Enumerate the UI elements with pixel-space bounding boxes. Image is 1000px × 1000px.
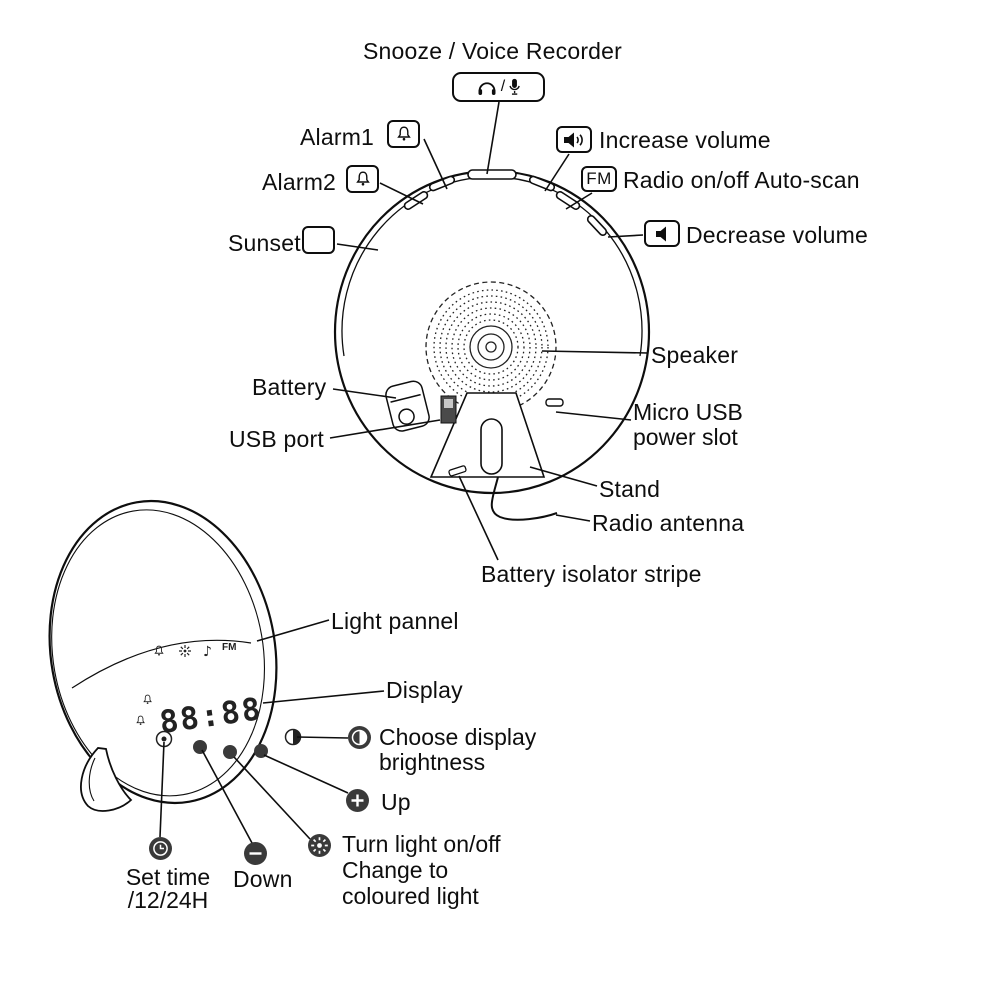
down-label: Down	[233, 866, 293, 892]
alarm-indicator-icons	[136, 694, 152, 725]
front-body	[48, 499, 278, 805]
up-callout-button	[346, 789, 369, 812]
decrease-volume-label: Decrease volume	[686, 222, 868, 248]
bell-icon	[154, 645, 164, 656]
increase-tab	[528, 175, 556, 192]
battery-label: Battery	[252, 374, 327, 400]
speaker-grille	[425, 281, 557, 413]
music-note-icon: ♪	[203, 644, 212, 660]
light-panel-label: Light pannel	[331, 608, 459, 634]
alarm1-tab	[428, 175, 456, 192]
microphone-icon	[509, 78, 521, 95]
sunset-label: Sunset	[228, 230, 301, 256]
decrease-volume-icon-box	[644, 220, 680, 247]
front-device-buttons	[155, 728, 302, 759]
leader-lines	[159, 101, 649, 844]
device-inner-rim	[341, 176, 643, 357]
battery-compartment	[385, 380, 430, 432]
display-fm-text: FM	[222, 642, 236, 653]
contrast-icon	[351, 729, 368, 746]
battery-isolator-label: Battery isolator stripe	[481, 561, 702, 587]
brightness-callout-button	[348, 726, 371, 749]
alarm2-icon-box	[346, 165, 379, 193]
radio-label: Radio on/off Auto-scan	[623, 167, 860, 193]
isolator-stripe	[448, 465, 467, 477]
fm-badge: FM	[581, 166, 617, 192]
micro-usb-slot	[545, 398, 564, 407]
stand-shape	[429, 392, 546, 478]
up-label: Up	[381, 789, 411, 815]
panel-divider	[71, 639, 252, 689]
back-view-device	[333, 169, 651, 521]
plus-icon	[351, 794, 364, 807]
device-light-button	[223, 745, 237, 759]
set-time-callout-button	[149, 837, 172, 860]
snooze-separator: /	[500, 78, 506, 95]
alarm1-icon-box	[387, 120, 420, 148]
usb-port-label: USB port	[229, 426, 324, 452]
radio-antenna-label: Radio antenna	[592, 510, 745, 536]
set-time-label: Set time /12/24H	[125, 864, 211, 913]
decrease-tab	[586, 214, 608, 237]
minus-icon	[249, 852, 262, 855]
bell-icon	[355, 171, 370, 186]
usb-connector	[440, 395, 457, 424]
snooze-label: Snooze / Voice Recorder	[363, 38, 623, 64]
sunset-icon-box	[302, 226, 335, 254]
clock-icon	[153, 841, 168, 856]
sun-icon	[311, 837, 328, 854]
speaker-icon	[656, 226, 666, 241]
down-callout-button	[244, 842, 267, 865]
choose-brightness-label: Choose display brightness	[379, 724, 537, 775]
sun-icon	[179, 645, 191, 657]
increase-volume-label: Increase volume	[599, 127, 771, 153]
front-stand	[80, 747, 133, 812]
antenna-wire	[490, 476, 558, 521]
moon-icon	[314, 233, 321, 247]
alarm2-label: Alarm2	[262, 169, 337, 195]
micro-usb-label: Micro USB power slot	[633, 399, 743, 450]
headset-icon	[478, 81, 496, 95]
front-inner-rim	[51, 509, 266, 797]
display-label: Display	[386, 677, 463, 703]
increase-volume-icon-box	[556, 126, 592, 153]
display-status-icons: ♪ FM	[132, 642, 236, 660]
device-down-button	[193, 740, 207, 754]
bell-icon	[396, 126, 411, 141]
alarm1-label: Alarm1	[300, 124, 375, 150]
speaker-waves-icon	[564, 132, 583, 147]
stand-label: Stand	[599, 476, 661, 502]
snooze-button: /	[452, 72, 545, 102]
turn-light-label: Turn light on/off Change to coloured lig…	[342, 831, 501, 909]
snooze-tab	[467, 169, 517, 180]
front-view-device: ♪ FM 88:88	[48, 499, 302, 812]
fm-badge-text: FM	[586, 169, 612, 188]
stand-slot	[480, 418, 503, 475]
speaker-label: Speaker	[651, 342, 739, 368]
light-callout-button	[308, 834, 331, 857]
